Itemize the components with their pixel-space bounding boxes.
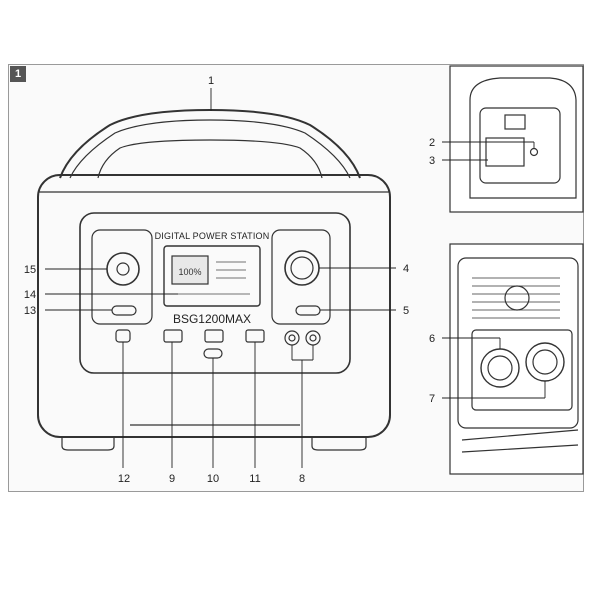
callout-13: 13 bbox=[24, 305, 36, 317]
usb-port-11 bbox=[245, 329, 265, 343]
leader-lines bbox=[45, 88, 546, 468]
panel-title: DIGITAL POWER STATION bbox=[155, 231, 270, 241]
callout-8: 8 bbox=[299, 473, 305, 485]
callout-10: 10 bbox=[207, 473, 219, 485]
callout-12: 12 bbox=[118, 473, 130, 485]
left-foot bbox=[61, 437, 115, 451]
dc-input-port bbox=[115, 329, 131, 343]
dc-switch-button bbox=[295, 305, 321, 316]
ac-input-port bbox=[529, 147, 539, 157]
car-charger-outlet bbox=[284, 250, 320, 286]
section-number-badge: 1 bbox=[10, 66, 26, 82]
ac-input-cover bbox=[479, 107, 561, 184]
lcd-display bbox=[163, 245, 261, 307]
callout-2: 2 bbox=[429, 137, 435, 149]
display-percent: 100% bbox=[178, 267, 201, 277]
dc-5521-port-b bbox=[305, 330, 321, 346]
model-name: BSG1200MAX bbox=[173, 312, 251, 326]
power-button bbox=[106, 252, 140, 286]
callout-3: 3 bbox=[429, 155, 435, 167]
unit-body bbox=[37, 174, 391, 438]
callout-15: 15 bbox=[24, 264, 36, 276]
callout-4: 4 bbox=[403, 263, 409, 275]
callout-1: 1 bbox=[208, 75, 214, 87]
usb-port-9 bbox=[163, 329, 183, 343]
callout-7: 7 bbox=[429, 393, 435, 405]
callout-11: 11 bbox=[249, 473, 260, 485]
dc-5521-port-a bbox=[284, 330, 300, 346]
callout-6: 6 bbox=[429, 333, 435, 345]
usb-c-port bbox=[203, 348, 223, 359]
carry-handle bbox=[59, 108, 361, 179]
callout-14: 14 bbox=[24, 289, 36, 301]
usb-port-10 bbox=[204, 329, 224, 343]
callout-5: 5 bbox=[403, 305, 409, 317]
right-foot bbox=[311, 437, 367, 451]
display-button bbox=[111, 305, 137, 316]
front-panel bbox=[79, 212, 351, 374]
callout-9: 9 bbox=[169, 473, 175, 485]
